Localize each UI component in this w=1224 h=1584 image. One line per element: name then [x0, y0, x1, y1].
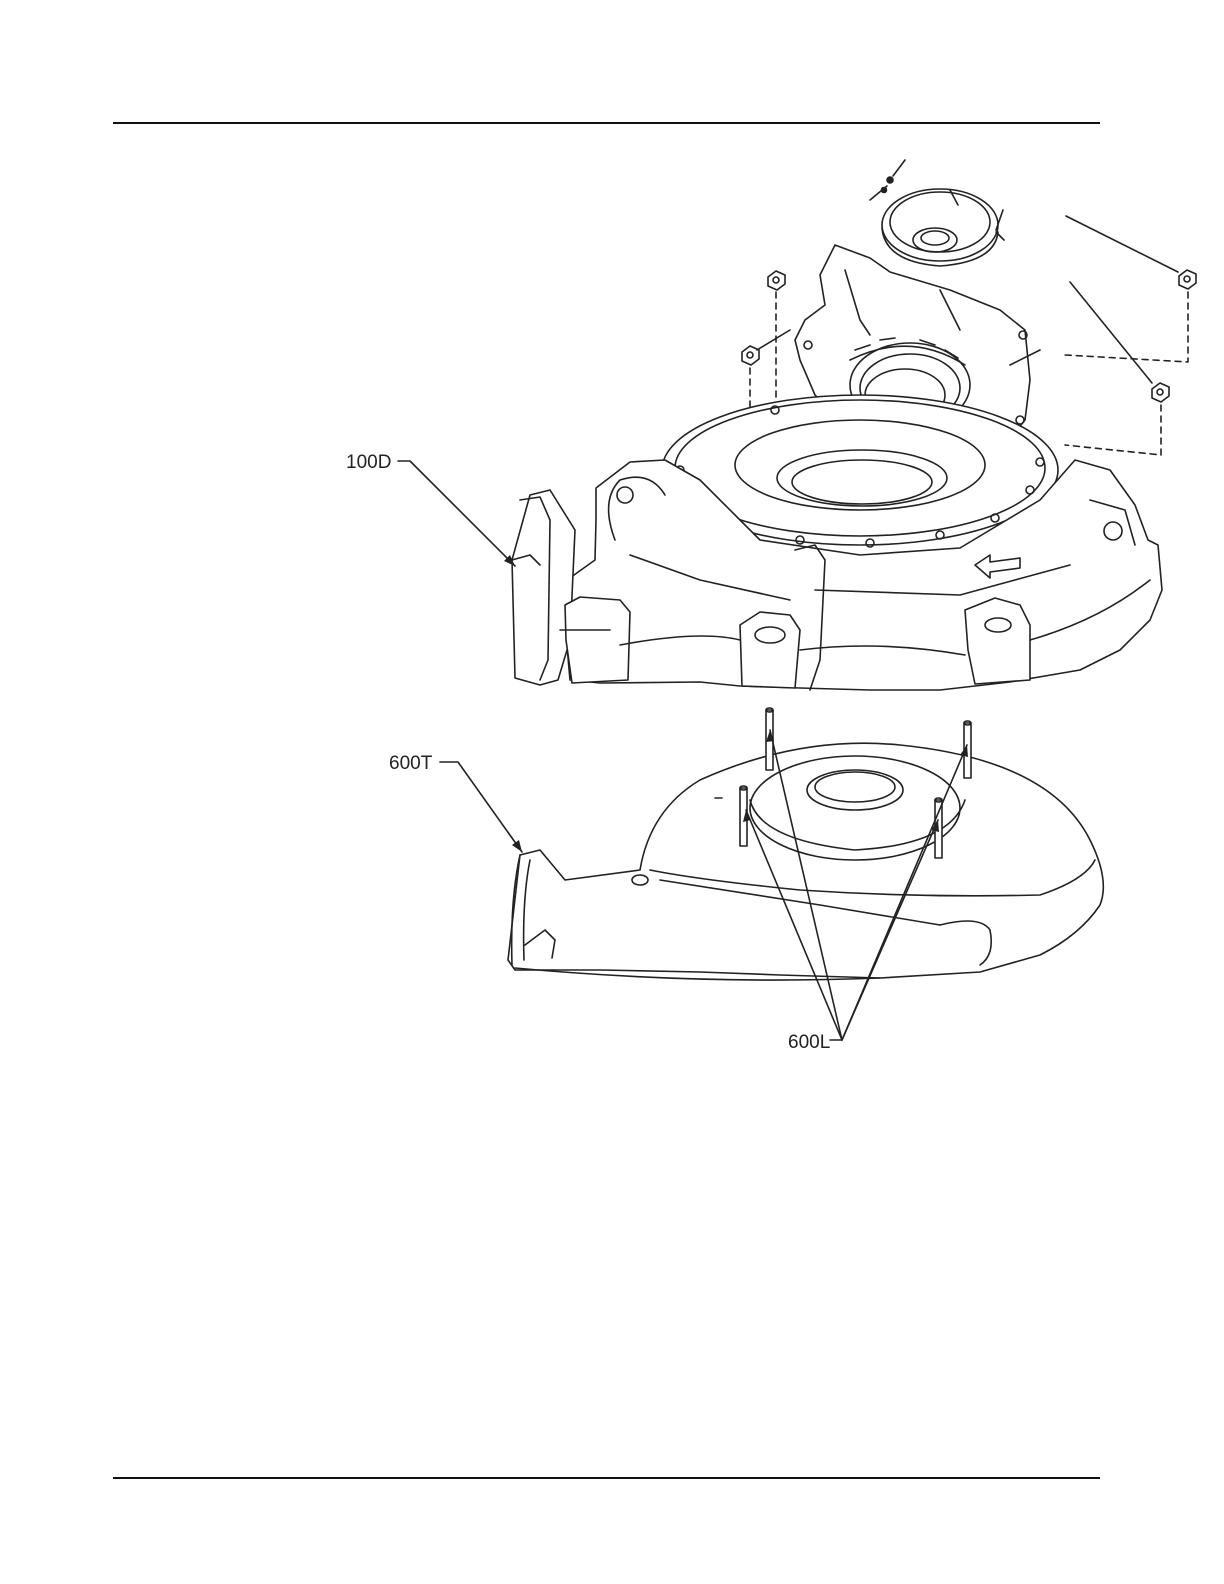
hex-nut	[1179, 270, 1196, 289]
footer-rule	[113, 1477, 1100, 1479]
pump-casing	[508, 743, 1103, 980]
callout-studs: 600L	[788, 1032, 830, 1053]
callout-casing: 600T	[389, 753, 433, 774]
hex-nut	[768, 271, 785, 290]
bearing-cap	[882, 189, 998, 266]
hex-nut	[742, 346, 759, 365]
pump-housing	[512, 395, 1162, 690]
callout-housing: 100D	[346, 452, 391, 473]
hex-nut	[1152, 383, 1169, 402]
